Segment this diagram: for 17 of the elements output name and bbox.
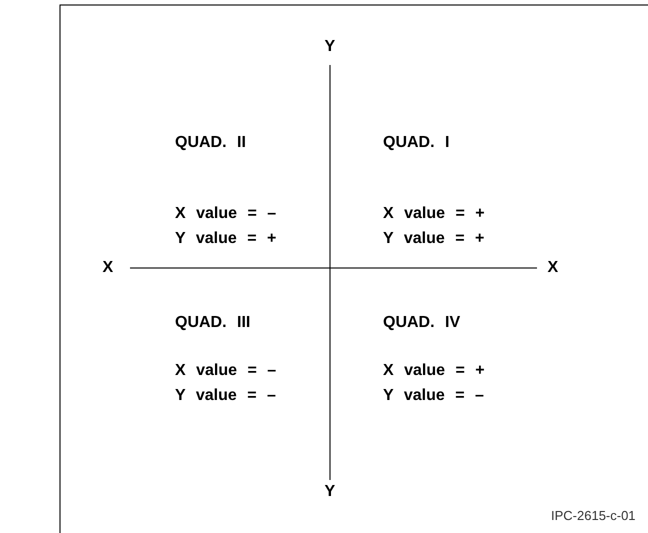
quadrant-title: QUAD. I [383, 135, 450, 151]
axis-label: X [102, 260, 114, 276]
sign-note: Y value = – [383, 388, 484, 404]
sign-note: X value = + [383, 206, 485, 222]
figure-id: IPC-2615-c-01 [551, 508, 636, 522]
quadrant-title: QUAD. IV [383, 315, 460, 331]
sign-note: Y value = – [175, 388, 276, 404]
axis-label: Y [324, 484, 336, 500]
quadrant-title: QUAD. III [175, 315, 250, 331]
sign-note: X value = – [175, 206, 276, 222]
sign-note: X value = – [175, 363, 276, 379]
sign-note: X value = + [383, 363, 485, 379]
axis-label: X [548, 260, 558, 276]
sign-note: Y value = + [383, 231, 484, 247]
quadrant-title: QUAD. II [175, 135, 246, 151]
axis-label: Y [324, 39, 336, 55]
sign-note: Y value = + [175, 231, 276, 247]
